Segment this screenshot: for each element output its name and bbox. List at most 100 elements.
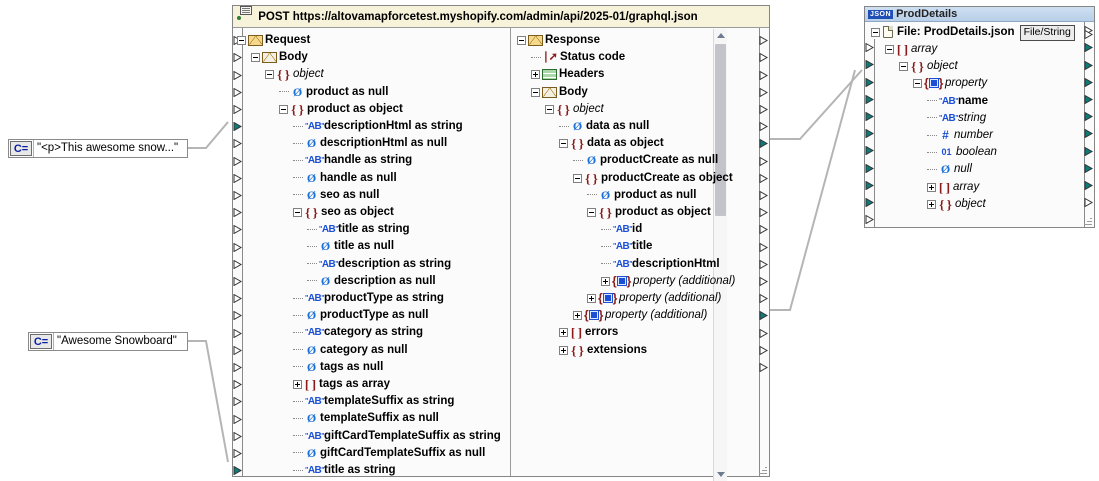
input-connector[interactable] [233,328,242,338]
output-connector[interactable] [759,70,768,80]
output-connector-connected[interactable] [759,139,768,149]
output-connector[interactable] [759,294,768,304]
input-connector[interactable] [233,380,242,390]
tree-row[interactable]: "AB"giftCardTemplateSuffix as string [293,428,500,445]
input-connector[interactable] [233,208,242,218]
output-connector[interactable] [759,225,768,235]
expander-minus[interactable] [517,36,526,46]
tree-row[interactable]: { }seo as object [293,204,394,221]
output-connector[interactable] [759,276,768,286]
tree-row[interactable]: {}property (additional) [601,273,735,290]
tree-row[interactable]: { }object [545,101,604,118]
output-connector-connected[interactable] [1084,163,1093,173]
tree-row[interactable]: Headers [531,66,604,83]
output-connector[interactable] [759,53,768,63]
tree-row[interactable]: "AB"description as string [307,256,451,273]
tree-row[interactable]: {}property (additional) [587,290,721,307]
expander-plus[interactable] [559,345,568,355]
tree-row[interactable]: { }object [927,196,986,213]
tree-row[interactable]: "AB"title [601,238,652,255]
input-connector[interactable] [233,190,242,200]
connector-empty[interactable] [865,215,874,225]
input-connector[interactable] [233,156,242,166]
target-file-row[interactable]: File: ProdDetails.json File/String [871,24,1075,41]
input-connector-connected[interactable] [865,146,874,156]
input-connector-connected[interactable] [865,60,874,70]
tree-row[interactable]: "AB"title as string [307,221,410,238]
tree-row[interactable]: Body [531,84,588,101]
tree-row[interactable]: {}property (additional) [573,307,707,324]
tree-row[interactable]: { }object [899,58,958,75]
input-connector-connected[interactable] [865,129,874,139]
expander-minus[interactable] [885,45,894,55]
expander-plus[interactable] [587,294,596,304]
expander-plus[interactable] [293,380,302,390]
response-output-connectors[interactable] [758,28,769,476]
tree-row[interactable]: Body [251,49,308,66]
input-connector[interactable] [233,104,242,114]
tree-row[interactable]: "AB"productType as string [293,290,444,307]
target-resize-grip[interactable] [1083,216,1093,226]
output-connector[interactable] [759,156,768,166]
input-connector[interactable] [233,414,242,424]
title-constant[interactable]: C= "Awesome Snowboard" [28,332,188,351]
scrollbar-down-arrow[interactable] [714,468,727,481]
input-connector[interactable] [233,242,242,252]
tree-row[interactable]: "AB"category as string [293,324,423,341]
output-connector[interactable] [759,173,768,183]
target-body[interactable]: File: ProdDetails.json File/String [ ]ar… [865,22,1094,227]
expander-minus[interactable] [293,208,302,218]
expander-minus[interactable] [237,36,246,46]
file-string-toggle-button[interactable]: File/String [1019,24,1075,41]
expander-plus[interactable] [531,70,540,80]
input-connector-connected[interactable] [865,197,874,207]
input-connector[interactable] [233,448,242,458]
tree-row[interactable]: { }product as object [279,101,403,118]
expander-plus[interactable] [927,182,936,192]
expander-minus[interactable] [251,53,260,63]
tree-row[interactable]: "AB"id [601,221,642,238]
expander-minus[interactable] [899,62,908,72]
output-connector[interactable] [759,259,768,269]
expander-minus[interactable] [559,139,568,149]
input-connector[interactable] [233,225,242,235]
web-service-call-component[interactable]: POST https://altovamapforcetest.myshopif… [232,5,770,481]
tree-row[interactable]: [ ]errors [559,324,618,341]
tree-row[interactable]: "AB"name [927,93,988,110]
output-connector[interactable] [759,328,768,338]
tree-row[interactable]: {}property [913,75,987,92]
output-connector[interactable] [759,104,768,114]
tree-row[interactable]: "AB"templateSuffix as string [293,393,454,410]
output-connector-connected[interactable] [1084,60,1093,70]
input-connector-connected[interactable] [865,163,874,173]
target-json-component[interactable]: JSON ProdDetails File: ProdDetails.json … [864,6,1095,228]
request-vertical-scrollbar[interactable] [713,29,727,481]
input-connector[interactable] [233,173,242,183]
input-connector[interactable] [233,87,242,97]
tree-row[interactable]: "AB"descriptionHtml [601,256,720,273]
output-connector-connected[interactable] [1084,146,1093,156]
output-connector-connected[interactable] [1084,112,1093,122]
output-connector-connected[interactable] [1084,94,1093,104]
description-constant[interactable]: C= "<p>This awesome snow..." [8,139,188,158]
input-connector-connected[interactable] [233,466,242,476]
input-connector[interactable] [233,70,242,80]
scrollbar-thumb[interactable] [715,44,726,216]
input-connector[interactable] [233,259,242,269]
tree-row[interactable]: "AB"handle as string [293,152,412,169]
